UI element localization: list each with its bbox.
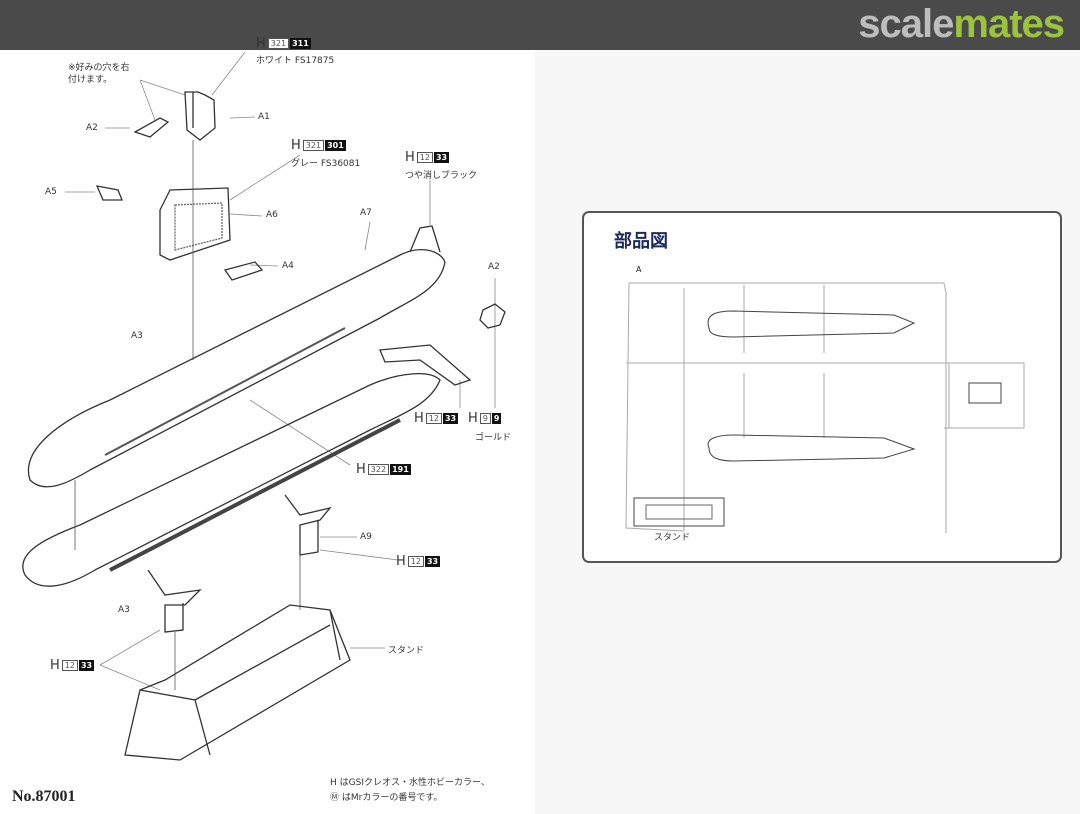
lower-hull-a3 xyxy=(22,373,441,587)
stand-base xyxy=(124,604,351,761)
stand-caption: スタンド xyxy=(654,533,691,543)
label-a4: A4 xyxy=(282,261,294,271)
label-a7: A7 xyxy=(360,208,372,218)
label-a5: A5 xyxy=(45,187,57,197)
runner-label: A xyxy=(636,265,642,274)
label-a6: A6 xyxy=(266,210,278,220)
label-stand: スタンド xyxy=(388,646,425,656)
label-a2: A2 xyxy=(86,123,98,133)
parts-diagram-title: 部品図 xyxy=(614,231,668,252)
part-a5 xyxy=(95,185,123,201)
part-a2 xyxy=(133,117,170,138)
hole-note: ※好みの穴を右付けます。 xyxy=(68,63,130,85)
scalemates-watermark: scalemates xyxy=(858,2,1065,46)
sprue-drawing xyxy=(625,282,1025,533)
paint-name-gold: ゴールド xyxy=(475,433,512,443)
paint-name-grey: グレー FS36081 xyxy=(291,159,361,169)
stern-planes xyxy=(379,344,472,386)
part-a4 xyxy=(223,261,264,281)
paint-name-black: つや消しブラック xyxy=(405,171,478,181)
label-a3-stand: A3 xyxy=(118,605,130,615)
leader-lines xyxy=(65,51,496,691)
upper-hull-a7 xyxy=(27,249,446,488)
paint-footnote: H はGSIクレオス・水性ホビーカラー、Ⓜ はMrカラーの番号です。 xyxy=(330,778,490,803)
stand-upright-a3 xyxy=(147,569,202,633)
sail-part-a1 xyxy=(184,91,216,141)
rudder-top xyxy=(409,225,441,253)
propeller-icon xyxy=(479,303,506,329)
stand-upright-a9 xyxy=(284,494,332,556)
paint-name-white: ホワイト FS17875 xyxy=(256,56,335,66)
label-a3-hull: A3 xyxy=(131,331,143,341)
kit-number: No.87001 xyxy=(12,788,76,805)
label-a2-propeller: A2 xyxy=(488,262,500,272)
parts-diagram-panel: 部品図 A スタンド xyxy=(582,211,1062,563)
label-a9: A9 xyxy=(360,532,372,542)
label-a1: A1 xyxy=(258,112,270,122)
sail-part-a6 xyxy=(159,187,231,261)
top-bar: scalemates xyxy=(0,0,1080,50)
